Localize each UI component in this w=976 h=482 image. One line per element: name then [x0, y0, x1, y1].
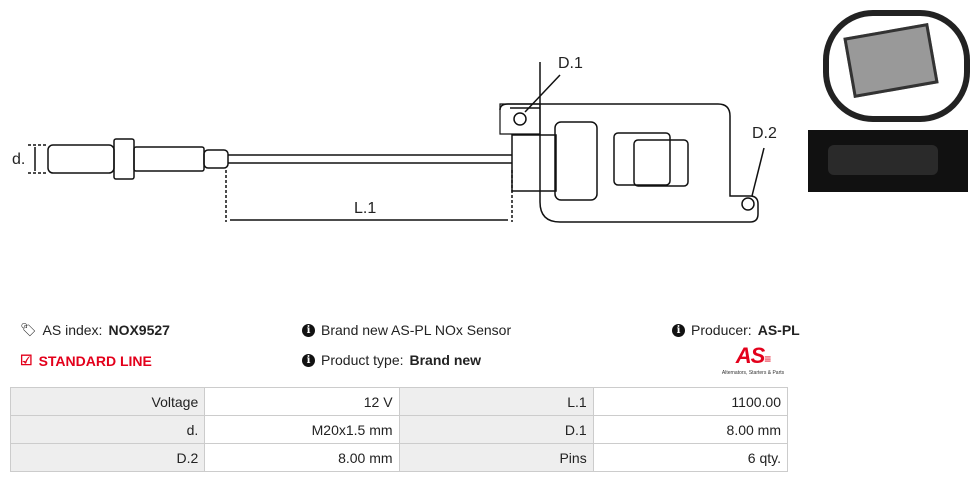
- spec-value: 8.00 mm: [592, 415, 789, 444]
- line-badge: ☑ STANDARD LINE: [20, 352, 152, 369]
- info-icon: i: [302, 323, 315, 337]
- tags-icon: 🏷: [20, 322, 37, 337]
- d2-label: D.2: [752, 125, 777, 142]
- producer: i Producer: AS-PL: [672, 322, 800, 338]
- info-icon: i: [302, 353, 315, 367]
- connector-photo: [808, 130, 968, 192]
- spec-label: D.1: [398, 415, 594, 444]
- spec-value: 6 qty.: [592, 443, 789, 472]
- spec-value: 1100.00: [592, 387, 789, 416]
- as-pl-logo: AS≡ Alternators, Starters & Parts: [721, 343, 785, 377]
- l1-label: L.1: [354, 200, 377, 217]
- product-type: i Product type: Brand new: [302, 352, 481, 368]
- spec-value: M20x1.5 mm: [204, 415, 400, 444]
- spec-label: d.: [9, 415, 206, 444]
- spec-label: L.1: [398, 387, 594, 416]
- d-label: d.: [12, 151, 26, 168]
- info-icon: i: [672, 323, 685, 337]
- sensor-diagram: [28, 62, 765, 223]
- spec-label: Voltage: [9, 387, 206, 416]
- description: i Brand new AS-PL NOx Sensor: [302, 322, 511, 338]
- as-index: 🏷 AS index: NOX9527: [20, 322, 170, 338]
- as-index-value: NOX9527: [108, 322, 170, 338]
- spec-label: D.2: [9, 443, 206, 472]
- spec-value: 8.00 mm: [204, 443, 400, 472]
- checkbox-icon: ☑: [20, 352, 33, 368]
- spec-label: Pins: [398, 443, 594, 472]
- spec-value: 12 V: [204, 387, 400, 416]
- product-photo: [808, 0, 970, 128]
- d1-label: D.1: [558, 55, 583, 72]
